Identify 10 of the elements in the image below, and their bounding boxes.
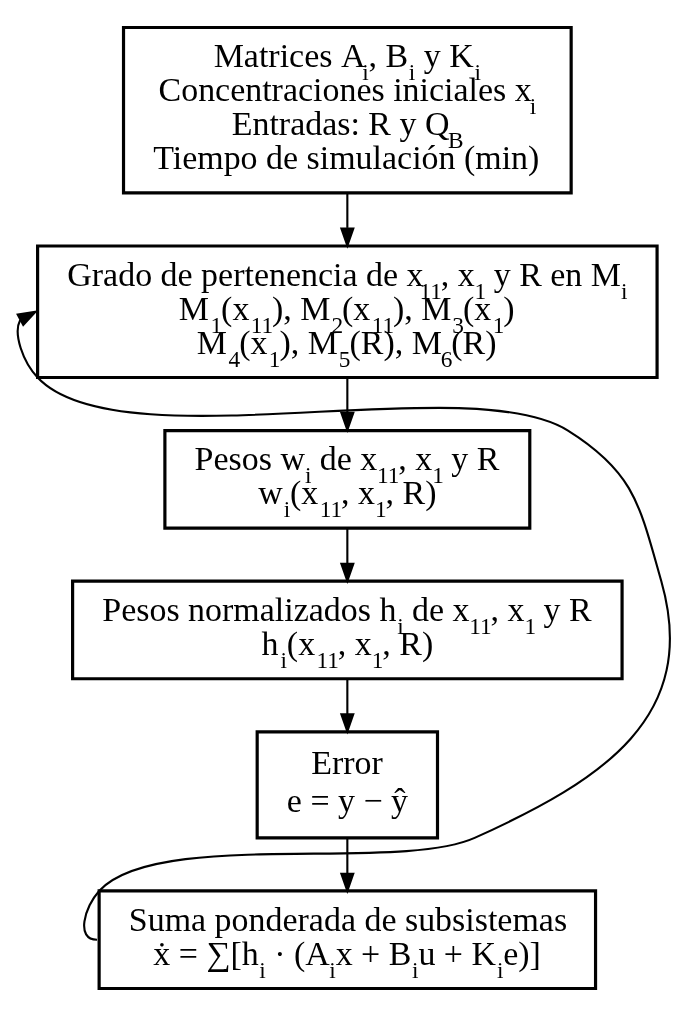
- arrow: [339, 678, 355, 734]
- node-box: Error e = y − ŷ: [255, 729, 440, 839]
- arrow: [16, 309, 671, 941]
- arrow: [339, 377, 355, 433]
- node-box: Pesos w$_{i}$ de x$_{11}$, x$_{1}$ y R w$_{i}$(x$_{11}$, x$_{1}$, R): [163, 428, 532, 530]
- node-box: Suma ponderada de subsistemas ẋ = ∑[h$_{i}$ · (A$_{i}$x + B$_{i}$u + K$_{i}$e)]: [97, 888, 598, 990]
- arrow: [339, 192, 355, 249]
- arrow: [339, 528, 355, 584]
- arrow: [339, 837, 355, 894]
- node-box: Matrices A$_{i}$, B$_{i}$ y K$_{i}$ Concentraciones iniciales x$_{i}$ Entradas: R y Q$_{B}$ Tiempo de simulación (min): [121, 25, 573, 195]
